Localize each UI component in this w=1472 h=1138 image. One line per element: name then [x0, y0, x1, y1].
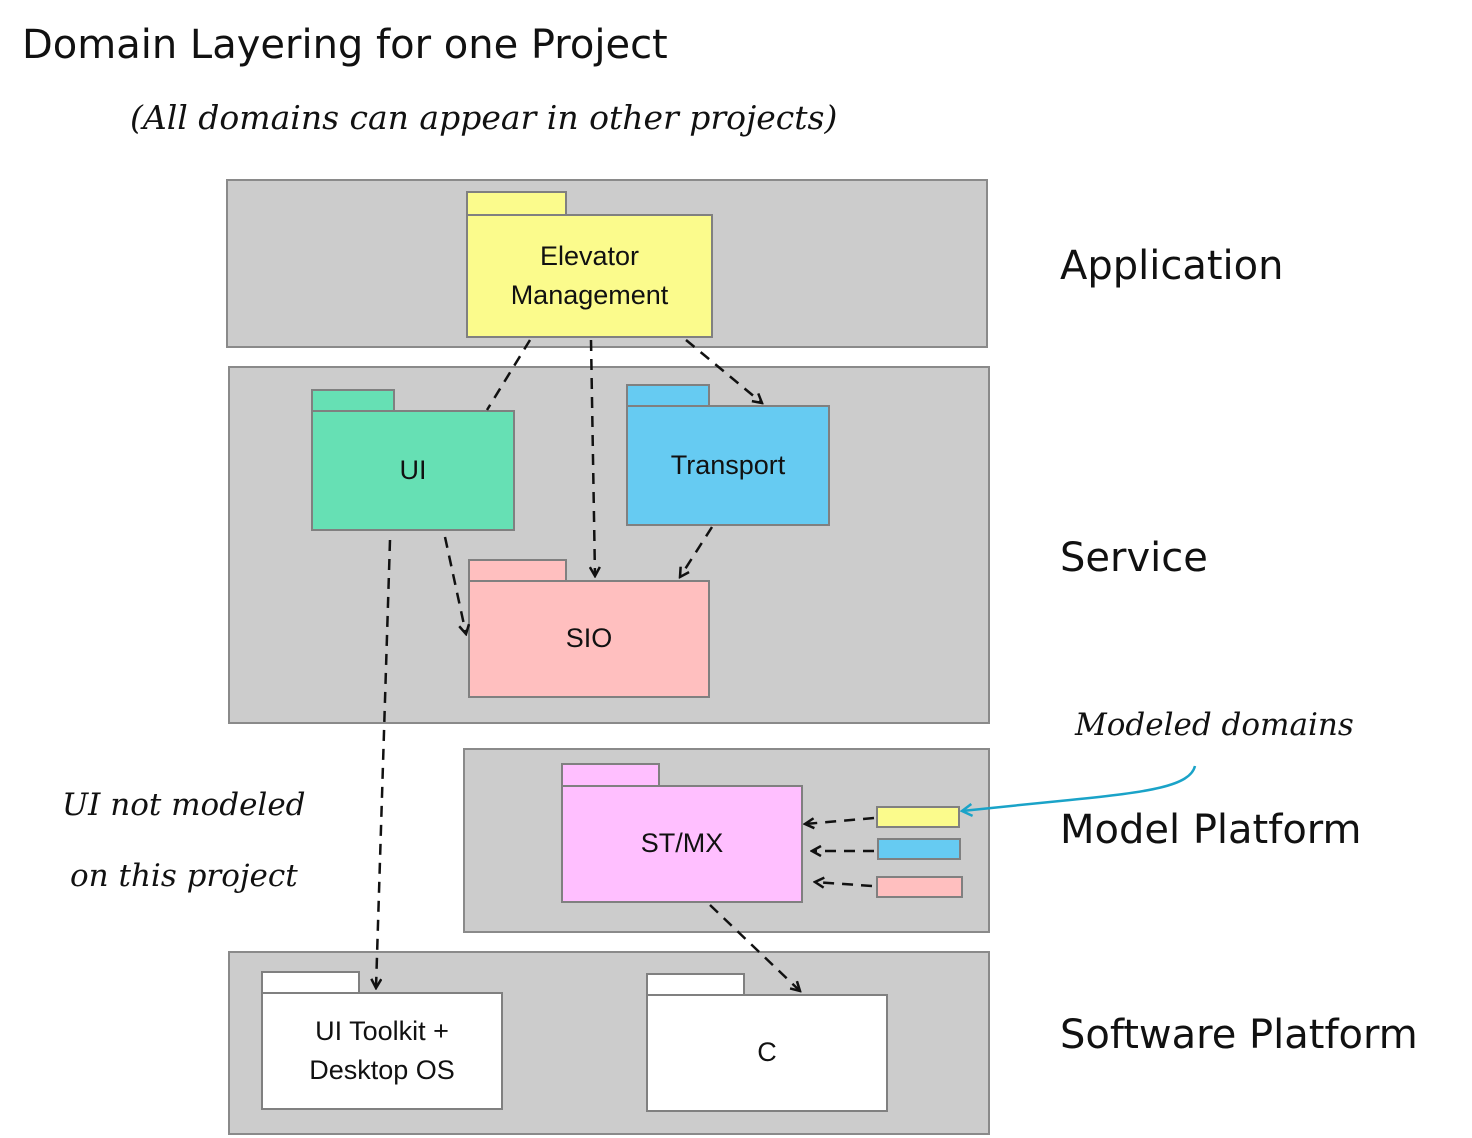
service-label: Service: [1060, 535, 1208, 581]
modeled-domains-arrow: [962, 765, 1197, 811]
modeled-domain-marker-yellow: [876, 806, 960, 828]
sio-label: SIO: [565, 623, 613, 654]
ui-toolkit-label: UI Toolkit + Desktop OS: [309, 1015, 455, 1085]
stmx-label: ST/MX: [640, 828, 724, 859]
arrow-transport-to-sio: [680, 526, 714, 577]
arrow-elevator-to-transport: [685, 339, 762, 403]
ui-not-modeled-note-line1: UI not modeled: [62, 787, 306, 823]
transport-package: Transport: [626, 405, 830, 526]
arrow-ui-to-toolkit: [376, 539, 392, 988]
modeled-domains-note: Modeled domains: [1075, 707, 1354, 743]
c-label: C: [757, 1037, 777, 1068]
ui-package: UI: [311, 410, 515, 531]
c-package: C: [646, 994, 888, 1112]
stmx-package: ST/MX: [561, 785, 803, 903]
application-label: Application: [1060, 243, 1284, 289]
sio-package: SIO: [468, 580, 710, 698]
ui-not-modeled-note-line2: on this project: [70, 858, 298, 894]
modeled-domain-marker-pink: [876, 876, 963, 898]
arrow-stmx-to-c: [709, 904, 800, 991]
arrow-ui-to-sio: [443, 536, 466, 634]
transport-label: Transport: [670, 449, 786, 480]
modeled-domain-marker-blue: [877, 838, 961, 860]
arrow-elevator-to-ui: [485, 339, 532, 411]
arrow-elevator-to-sio: [591, 339, 595, 576]
ui-label: UI: [399, 454, 427, 485]
software-platform-label: Software Platform: [1060, 1012, 1418, 1058]
elevator-management-package: Elevator Management: [466, 214, 713, 338]
model-platform-label: Model Platform: [1060, 807, 1362, 853]
ui-toolkit-package: UI Toolkit + Desktop OS: [261, 992, 503, 1110]
diagram-subtitle: (All domains can appear in other project…: [130, 98, 838, 137]
diagram-title: Domain Layering for one Project: [22, 22, 668, 68]
arrow-pink-to-stmx: [815, 882, 873, 886]
elevator-management-label: Elevator Management: [510, 240, 669, 310]
arrow-yellow-to-stmx: [805, 816, 875, 824]
